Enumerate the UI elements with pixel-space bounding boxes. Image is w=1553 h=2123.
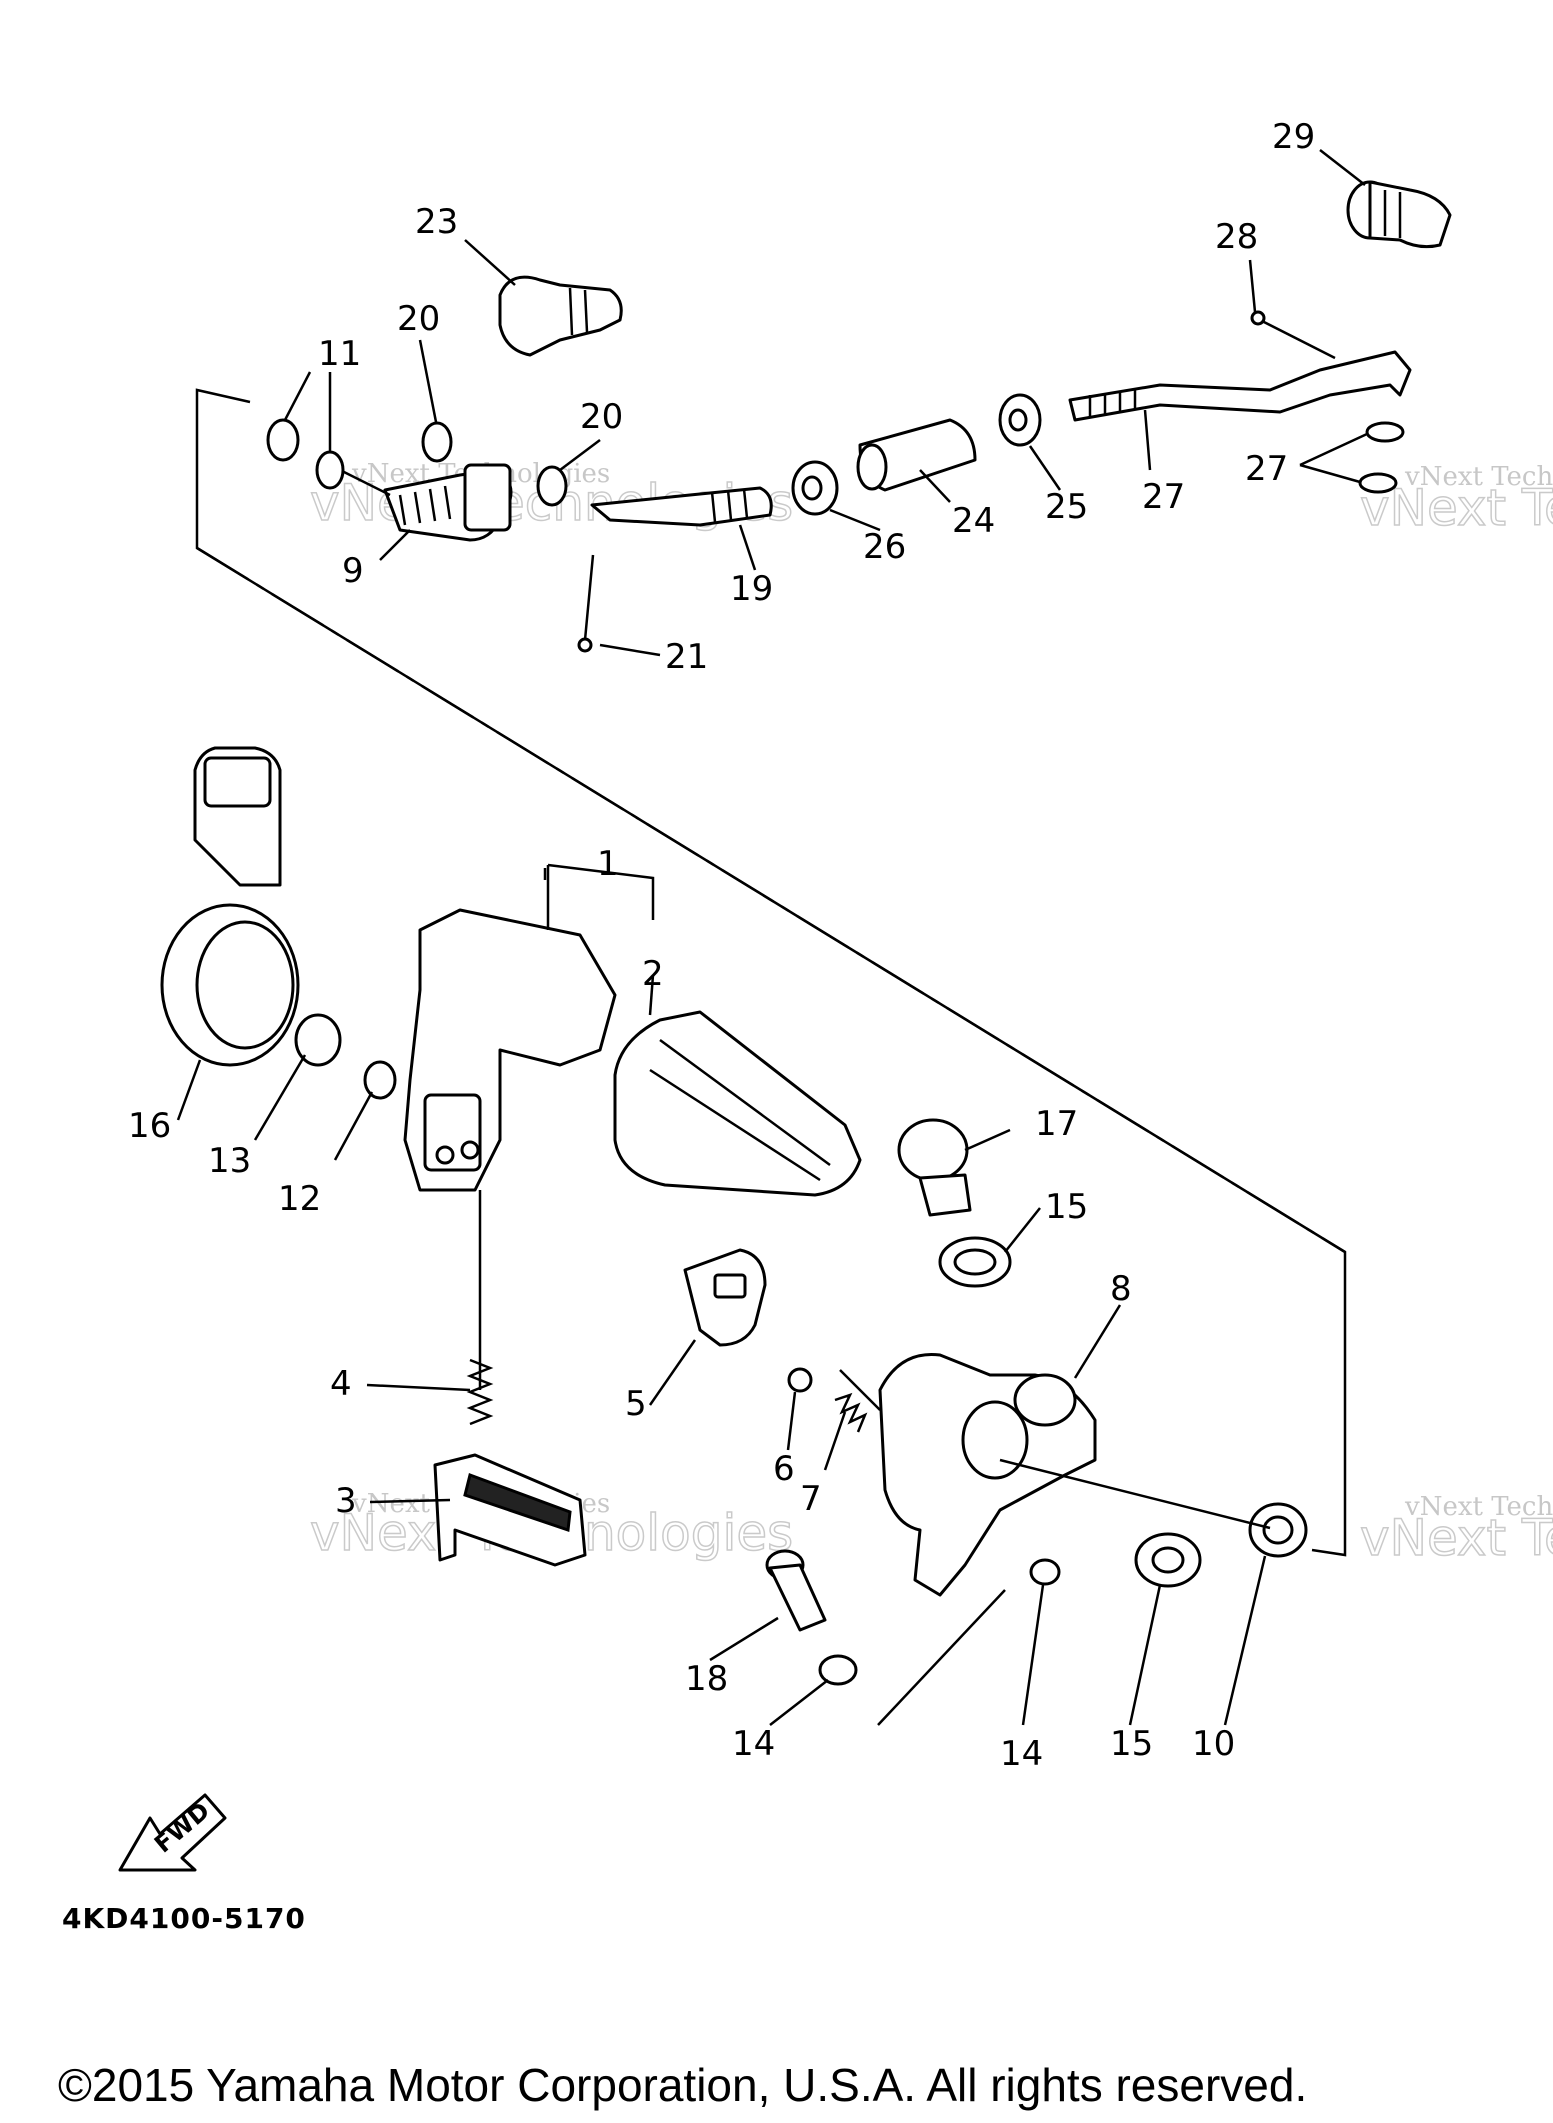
part-4-spring — [466, 1190, 494, 1426]
callout-3: 3 — [335, 1481, 357, 1521]
part-27-washers — [1358, 421, 1405, 494]
callout-18: 18 — [685, 1659, 728, 1699]
callout-20: 20 — [397, 299, 440, 339]
part-25-nut — [791, 460, 839, 516]
callout-16: 16 — [128, 1106, 171, 1146]
callout-15: 15 — [1045, 1187, 1088, 1227]
callout-14: 14 — [1000, 1734, 1043, 1774]
part-20-washers — [421, 421, 568, 507]
assembly-bracket — [195, 388, 1347, 1726]
callout-8: 8 — [1110, 1269, 1132, 1309]
callout-9: 9 — [342, 551, 364, 591]
callout-21: 21 — [665, 637, 708, 677]
part-17-bolt — [897, 1118, 972, 1217]
part-14-washers — [818, 1558, 1061, 1686]
part-29-grommet — [1346, 180, 1452, 249]
copyright-notice: ©2015 Yamaha Motor Corporation, U.S.A. A… — [58, 2059, 1308, 2111]
watermark-small: vNext Technologies — [1404, 462, 1553, 492]
watermark-small: vNext Technologies — [1404, 1492, 1553, 1522]
callout-2: 2 — [642, 954, 664, 994]
callout-10: 10 — [1192, 1724, 1235, 1764]
part-22-boot — [498, 275, 623, 357]
part-21-pin — [577, 554, 595, 653]
part-18-bolt — [765, 1549, 827, 1632]
watermark-large: vNext Technologies — [1360, 1509, 1553, 1567]
part-28-pin — [1250, 310, 1336, 360]
callout-25: 26 — [863, 527, 906, 567]
part-8-bracket — [839, 1352, 1097, 1597]
part-6-ball — [787, 1367, 813, 1393]
callout-4: 4 — [330, 1364, 352, 1404]
part-2-cover — [613, 1010, 862, 1197]
callout-27: 27 — [1245, 449, 1288, 489]
callout-5: 5 — [625, 1384, 647, 1424]
part-19-rod — [590, 486, 773, 527]
part-13-nut — [294, 1013, 342, 1067]
part-7-spring — [834, 1392, 868, 1433]
part-5-plate — [683, 1248, 767, 1347]
part-10-washer — [1248, 1502, 1308, 1558]
callout-6: 6 — [773, 1449, 795, 1489]
part-24-nut — [998, 393, 1042, 447]
part-9-lever-shaft — [339, 463, 513, 542]
part-15-washer-lower — [1134, 1532, 1202, 1588]
callout-13: 13 — [208, 1141, 251, 1181]
callout-29: 29 — [1272, 117, 1315, 157]
part-15-washer-upper — [938, 1236, 1012, 1288]
callout-23: 24 — [952, 501, 995, 541]
callout-22: 23 — [415, 202, 458, 242]
part-26-shift-rod — [1068, 350, 1412, 422]
part-11-washers — [266, 418, 345, 490]
callout-1: 1 — [597, 844, 619, 884]
part-23-joint — [856, 418, 977, 492]
callout-24: 25 — [1045, 487, 1088, 527]
callouts: 29 28 23 20 20 11 9 19 21 26 24 25 27 27… — [128, 117, 1315, 1774]
callout-20: 20 — [580, 397, 623, 437]
part-code: 4KD4100-5170 — [62, 1902, 306, 1935]
callout-26: 27 — [1142, 477, 1185, 517]
callout-19: 19 — [730, 569, 773, 609]
callout-14: 14 — [732, 1724, 775, 1764]
part-1-lever-handle — [403, 908, 617, 1192]
callout-12: 12 — [278, 1179, 321, 1219]
fwd-arrow-icon: FWD — [118, 1793, 227, 1872]
callout-28: 28 — [1215, 217, 1258, 257]
part-3-detent — [433, 1453, 587, 1567]
leader-lines — [176, 149, 1368, 1726]
callout-15: 15 — [1110, 1724, 1153, 1764]
callout-7: 7 — [800, 1479, 822, 1519]
part-16-grip — [160, 746, 300, 1067]
part-12-washer — [363, 1060, 397, 1100]
callout-17: 17 — [1035, 1104, 1078, 1144]
callout-11: 11 — [318, 334, 361, 374]
